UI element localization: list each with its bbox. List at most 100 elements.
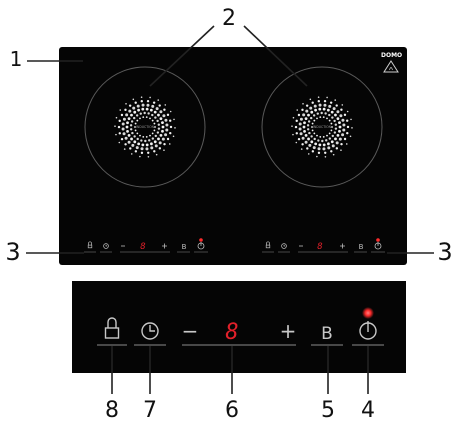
coil-dot xyxy=(144,139,147,143)
callout-4: 4 xyxy=(361,398,375,421)
coil-dot xyxy=(120,137,124,141)
coil-dot xyxy=(136,104,140,108)
coil-dot xyxy=(330,140,334,144)
coil-dot xyxy=(309,98,312,101)
lock-icon[interactable] xyxy=(265,241,271,249)
coil-dot xyxy=(318,107,322,111)
coil-dot xyxy=(131,143,135,147)
coil-dot xyxy=(307,113,310,117)
coil-dot xyxy=(319,135,322,138)
coil-dot xyxy=(163,142,166,146)
coil-dot xyxy=(157,99,160,101)
boost-icon[interactable]: B xyxy=(359,243,364,251)
coil-dot xyxy=(135,114,139,117)
coil-dot xyxy=(148,139,151,142)
coil-dot xyxy=(324,112,327,115)
coil-dot xyxy=(156,131,160,134)
coil-dot xyxy=(317,139,320,142)
coil-dot xyxy=(326,134,328,137)
coil-dot xyxy=(298,127,302,131)
coil-dot xyxy=(317,100,320,103)
coil-dot xyxy=(125,125,129,129)
coil-dot xyxy=(338,121,341,125)
plus-icon[interactable] xyxy=(162,243,167,249)
coil-dot xyxy=(129,124,133,127)
coil-dot xyxy=(326,117,328,120)
coil-dot xyxy=(328,137,332,140)
coil-dot xyxy=(153,110,157,114)
coil-dot xyxy=(158,104,161,107)
coil-dot xyxy=(335,141,339,145)
coil-dot xyxy=(122,132,126,136)
coil-dot xyxy=(154,144,158,148)
callout-3-left: 3 xyxy=(5,238,20,266)
coil-dot xyxy=(328,132,331,135)
coil-dot xyxy=(159,117,163,121)
coil-dot xyxy=(311,126,313,128)
power-icon[interactable] xyxy=(374,242,382,250)
boost-button[interactable]: B xyxy=(311,324,343,346)
coil-dot xyxy=(336,133,340,137)
coil-dot xyxy=(294,125,298,129)
coil-dot xyxy=(331,126,333,128)
coil-dot xyxy=(137,142,141,146)
coil-dot xyxy=(150,142,153,146)
coil-dot xyxy=(172,135,175,138)
coil-dot xyxy=(310,140,314,144)
coil-dot xyxy=(114,125,116,127)
power-button[interactable] xyxy=(352,307,384,346)
callout-2: 2 xyxy=(222,6,236,31)
coil-dot xyxy=(139,117,141,120)
coil-dot xyxy=(317,151,321,155)
coil-dot xyxy=(342,123,346,127)
coil-dot xyxy=(147,112,150,115)
coil-dot xyxy=(311,101,314,104)
coil-dot xyxy=(301,136,305,140)
coil-dot xyxy=(158,147,162,150)
coil-dot xyxy=(301,143,304,146)
coil-dot xyxy=(317,147,321,151)
control-panel-detail xyxy=(72,281,406,373)
coil-dot xyxy=(129,128,133,131)
coil-dot xyxy=(333,131,337,134)
mini-control-panel-right: 8 B xyxy=(262,238,385,253)
zone-label-left: INDUCTION xyxy=(136,125,155,129)
coil-dot xyxy=(306,147,309,150)
lock-button[interactable] xyxy=(97,317,127,346)
lock-icon[interactable] xyxy=(87,241,93,249)
power-led xyxy=(376,238,380,242)
power-icon[interactable] xyxy=(197,242,205,250)
coil-dot xyxy=(307,120,311,123)
coil-dot xyxy=(299,132,303,136)
plus-icon[interactable]: + xyxy=(280,319,297,343)
coil-dot xyxy=(324,151,327,154)
coil-dot xyxy=(319,116,322,119)
coil-dot xyxy=(313,104,317,108)
coil-dot xyxy=(122,117,126,121)
coil-dot xyxy=(322,107,326,111)
plus-icon[interactable] xyxy=(340,243,345,249)
timer-icon[interactable] xyxy=(103,243,109,249)
coil-dot xyxy=(154,134,157,138)
coil-dot xyxy=(134,126,136,128)
timer-icon[interactable] xyxy=(281,243,287,249)
coil-dot xyxy=(306,128,310,131)
callout-7: 7 xyxy=(143,398,157,421)
coil-dot xyxy=(304,140,308,144)
boost-icon[interactable]: B xyxy=(182,243,187,251)
coil-dot xyxy=(146,99,150,103)
mini-control-panel-left: 8 B xyxy=(84,238,208,253)
coil-dot xyxy=(326,96,328,99)
coil-dot xyxy=(168,143,171,145)
coil-dot xyxy=(307,137,310,141)
minus-icon[interactable]: − xyxy=(182,319,199,343)
coil-dot xyxy=(133,135,136,138)
coil-dot xyxy=(139,112,142,115)
lock-icon xyxy=(104,317,120,339)
coil-dot xyxy=(310,110,314,114)
coil-dot xyxy=(134,129,137,132)
timer-button[interactable] xyxy=(134,322,166,346)
coil-dot xyxy=(330,129,333,132)
coil-dot xyxy=(134,101,137,104)
coil-dot xyxy=(163,108,166,111)
